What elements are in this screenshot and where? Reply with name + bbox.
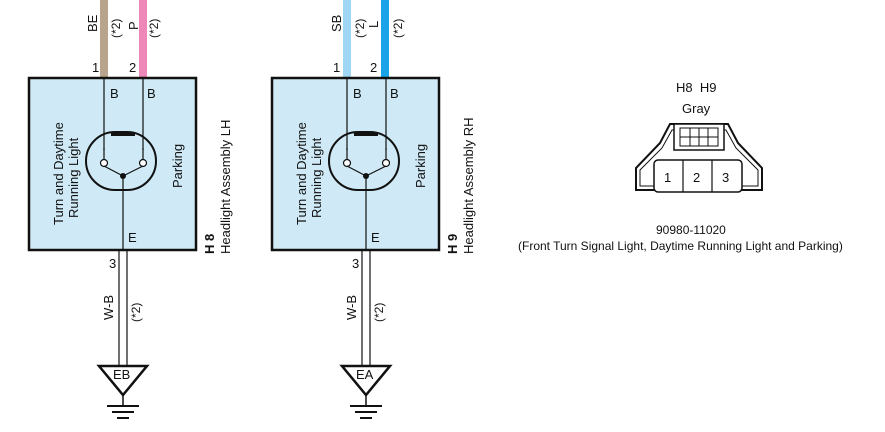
pin-label-b1: B: [110, 86, 119, 101]
assembly-box: [27, 76, 198, 252]
assembly-name: Headlight Assembly RH: [461, 117, 476, 254]
wire-label-2: P (*2): [126, 19, 161, 38]
wire-code: L: [366, 21, 381, 28]
pin-label-b1: B: [353, 86, 362, 101]
connector-id: H 9: [445, 234, 460, 254]
parking-label: Parking: [170, 144, 185, 188]
bottom-wire-note: (*2): [129, 303, 143, 322]
assembly-name: Headlight Assembly LH: [218, 120, 233, 254]
bulb-icon: [328, 131, 400, 191]
wire-be: [100, 0, 108, 78]
headlight-assembly-lh: BE (*2) P (*2) 1 2 B B E: [27, 0, 233, 419]
pin-number-1: 1: [92, 60, 99, 75]
connector-icon: [635, 123, 763, 193]
function-label-line2: Running Light: [309, 137, 324, 218]
wire-code: SB: [329, 15, 344, 32]
connector-color: Gray: [682, 101, 711, 116]
wire-note-sb: (*2): [353, 19, 367, 38]
connector-pin-2: 2: [693, 170, 700, 185]
wire-sb: [343, 0, 351, 78]
wire-note: (*2): [109, 19, 123, 38]
wire-note: (*2): [391, 19, 405, 38]
ground-label: EB: [113, 367, 130, 382]
connector-pin-1: 1: [664, 170, 671, 185]
part-number: 90980-11020: [656, 223, 726, 237]
bottom-pin-number: 3: [352, 256, 359, 271]
wire-note: (*2): [147, 19, 161, 38]
connector-id: H 8: [202, 234, 217, 254]
pin-label-b2: B: [390, 86, 399, 101]
bottom-wire-code: W-B: [344, 295, 359, 320]
function-label-line1: Turn and Daytime: [294, 122, 309, 225]
connector-ids: H8 H9: [676, 80, 716, 95]
pin-label-b2: B: [147, 86, 156, 101]
function-label-line1: Turn and Daytime: [51, 122, 66, 225]
wire-p: [139, 0, 147, 78]
bottom-wire-note: (*2): [372, 303, 386, 322]
ground-icon: [96, 364, 150, 419]
ground-icon: [339, 364, 393, 419]
parking-label: Parking: [413, 144, 428, 188]
wire-code: BE: [85, 14, 100, 32]
wire-l: [381, 0, 389, 78]
bottom-pin-number: 3: [109, 256, 116, 271]
pin-label-e: E: [371, 230, 380, 245]
wire-code: P: [126, 21, 141, 30]
wire-label-2: L (*2): [366, 19, 405, 38]
ground-label: EA: [356, 367, 374, 382]
connector-pin-3: 3: [722, 170, 729, 185]
connector-face: H8 H9 Gray 1 2 3 90980-11020 (Front Turn…: [518, 80, 843, 253]
headlight-assembly-rh: SB L (*2) 1 2 B B E Turn and Daytime Run…: [270, 0, 476, 419]
pin-label-e: E: [128, 230, 137, 245]
assembly-box: [270, 76, 441, 252]
wire-label-1: SB: [329, 15, 344, 32]
bulb-icon: [85, 131, 157, 191]
pin-number-2: 2: [129, 60, 136, 75]
bottom-wire-code: W-B: [101, 295, 116, 320]
connector-description: (Front Turn Signal Light, Daytime Runnin…: [518, 239, 843, 253]
pin-number-1: 1: [333, 60, 340, 75]
pin-number-2: 2: [370, 60, 377, 75]
wire-label-1: BE (*2): [85, 14, 123, 38]
function-label-line2: Running Light: [66, 137, 81, 218]
